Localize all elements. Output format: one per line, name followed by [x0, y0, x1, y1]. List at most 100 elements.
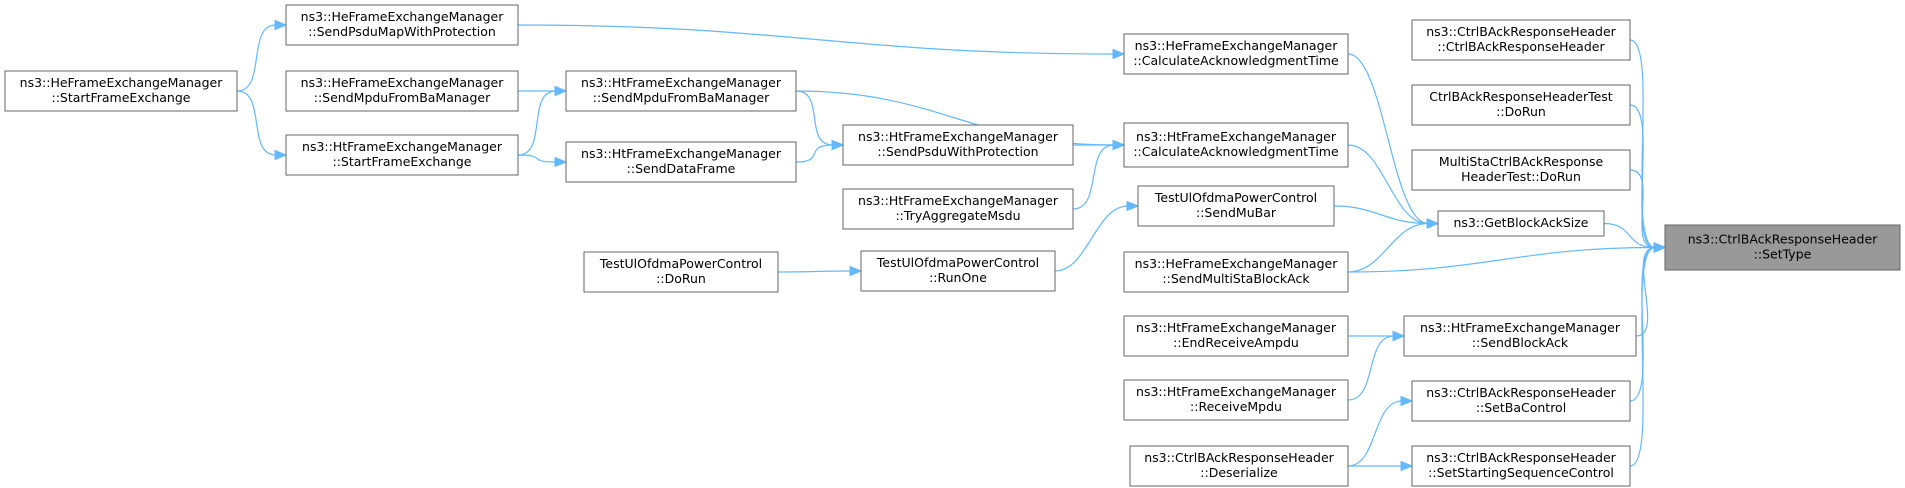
node-endRecv[interactable]: ns3::HtFrameExchangeManager::EndReceiveA…	[1123, 315, 1349, 357]
edge-arrowhead	[274, 149, 288, 161]
edge-arrowhead	[1653, 242, 1667, 253]
node-htStart[interactable]: ns3::HtFrameExchangeManager::StartFrameE…	[285, 134, 519, 176]
node-sendMuBar[interactable]: TestUlOfdmaPowerControl::SendMuBar	[1137, 185, 1335, 227]
node-label-line: ns3::HeFrameExchangeManager	[301, 9, 505, 24]
node-sendPsduProt[interactable]: ns3::HtFrameExchangeManager::SendPsduWit…	[842, 124, 1074, 166]
node-label-line: ::DoRun	[1496, 104, 1546, 119]
node-label-line: ns3::GetBlockAckSize	[1454, 215, 1589, 230]
edge-arrowhead	[554, 85, 568, 97]
node-label-line: ::StartFrameExchange	[52, 90, 191, 105]
node-label-line: ns3::HtFrameExchangeManager	[858, 129, 1059, 144]
edge-ctor-to-target	[1629, 39, 1667, 253]
node-label-line: ::ReceiveMpdu	[1190, 399, 1282, 414]
node-box	[860, 250, 1056, 292]
node-heSendMpduBa[interactable]: ns3::HeFrameExchangeManager::SendMpduFro…	[285, 70, 519, 112]
edge-htStart-to-htSendMpduBa	[517, 85, 568, 156]
node-htSendData[interactable]: ns3::HtFrameExchangeManager::SendDataFra…	[565, 141, 797, 183]
node-box	[565, 141, 797, 183]
edge-htSendMpduBa-to-sendPsduProt	[795, 90, 845, 151]
node-sendblockack[interactable]: ns3::HtFrameExchangeManager::SendBlockAc…	[1403, 315, 1637, 357]
edge-heSendMulti-to-target	[1347, 242, 1667, 273]
node-runOne[interactable]: TestUlOfdmaPowerControl::RunOne	[860, 250, 1056, 292]
edge-heStart-to-heSendPsduMap	[236, 19, 288, 92]
node-heSendMulti[interactable]: ns3::HeFrameExchangeManager::SendMultiSt…	[1123, 251, 1349, 293]
node-label-line: ns3::CtrlBAckResponseHeader	[1426, 450, 1616, 465]
edge-arrowhead	[831, 139, 845, 151]
edge-htStart-to-htSendData	[517, 154, 568, 168]
node-heStart[interactable]: ns3::HeFrameExchangeManager::StartFrameE…	[4, 70, 238, 112]
edge-line	[1629, 169, 1656, 249]
node-label-line: ::EndReceiveAmpdu	[1173, 335, 1299, 350]
node-deserialize[interactable]: ns3::CtrlBAckResponseHeader::Deserialize	[1129, 445, 1349, 487]
node-target[interactable]: ns3::CtrlBAckResponseHeader::SetType	[1664, 224, 1901, 271]
node-label-line: ::SendPsduWithProtection	[877, 144, 1038, 159]
node-label-line: ::SendPsduMapWithProtection	[308, 24, 496, 39]
node-box	[1437, 210, 1605, 237]
edge-line	[517, 90, 557, 156]
node-label-line: ns3::HtFrameExchangeManager	[1136, 320, 1337, 335]
call-edges	[236, 19, 1667, 472]
node-getblockack[interactable]: ns3::GetBlockAckSize	[1437, 210, 1605, 237]
edge-tryAgg-to-htCalcAck	[1072, 139, 1126, 210]
node-label-line: ns3::CtrlBAckResponseHeader	[1426, 24, 1616, 39]
node-label-line: ns3::HtFrameExchangeManager	[1420, 320, 1621, 335]
edge-arrowhead	[1400, 395, 1414, 407]
node-heSendPsduMap[interactable]: ns3::HeFrameExchangeManager::SendPsduMap…	[285, 4, 519, 46]
node-label-line: ns3::HtFrameExchangeManager	[302, 139, 503, 154]
edge-arrowhead	[1112, 139, 1126, 151]
edge-arrowhead	[1112, 48, 1126, 60]
edge-heCalcAck-to-getblockack	[1347, 53, 1440, 229]
node-htSendMpduBa[interactable]: ns3::HtFrameExchangeManager::SendMpduFro…	[565, 70, 797, 112]
node-label-line: MultiStaCtrlBAckResponse	[1439, 154, 1604, 169]
edge-line	[1347, 246, 1656, 273]
node-box	[1411, 84, 1631, 126]
node-ctor[interactable]: ns3::CtrlBAckResponseHeader::CtrlBAckRes…	[1411, 19, 1631, 61]
edge-sendblockack-to-target	[1635, 242, 1667, 337]
node-setstartseq[interactable]: ns3::CtrlBAckResponseHeader::SetStarting…	[1411, 445, 1631, 487]
node-label-line: ns3::CtrlBAckResponseHeader	[1426, 385, 1616, 400]
edge-arrowhead	[274, 19, 288, 31]
node-tryAgg[interactable]: ns3::HtFrameExchangeManager::TryAggregat…	[842, 188, 1074, 230]
node-box	[842, 124, 1074, 166]
node-label-line: TestUlOfdmaPowerControl	[1154, 190, 1317, 205]
node-recvMpdu[interactable]: ns3::HtFrameExchangeManager::ReceiveMpdu	[1123, 379, 1349, 421]
edge-line	[1347, 335, 1395, 401]
node-label-line: HeaderTest::DoRun	[1461, 169, 1581, 184]
edge-line	[1347, 53, 1429, 225]
node-box	[1411, 19, 1631, 61]
node-label-line: ns3::CtrlBAckResponseHeader	[1688, 232, 1878, 247]
node-box	[285, 70, 519, 112]
node-testDoRun2[interactable]: TestUlOfdmaPowerControl::DoRun	[583, 251, 779, 293]
edge-line	[777, 270, 852, 273]
edge-setstartseq-to-target	[1629, 242, 1667, 467]
node-label-line: ns3::HtFrameExchangeManager	[581, 146, 782, 161]
node-label-line: ::SendMultiStaBlockAck	[1162, 271, 1310, 286]
node-box	[285, 134, 519, 176]
edge-line	[795, 144, 834, 163]
edge-line	[795, 90, 834, 146]
edge-arrowhead	[1400, 460, 1414, 472]
node-testdorun[interactable]: CtrlBAckResponseHeaderTest::DoRun	[1411, 84, 1631, 126]
edge-line	[1635, 246, 1656, 337]
edge-recvMpdu-to-sendblockack	[1347, 330, 1406, 401]
node-htCalcAck[interactable]: ns3::HtFrameExchangeManager::CalculateAc…	[1123, 122, 1349, 168]
node-multista[interactable]: MultiStaCtrlBAckResponseHeaderTest::DoRu…	[1411, 149, 1631, 191]
node-label-line: ::SetType	[1754, 247, 1812, 262]
node-label-line: TestUlOfdmaPowerControl	[599, 256, 762, 271]
node-label-line: ::SendMpduFromBaManager	[593, 90, 770, 105]
node-label-line: ::SendMpduFromBaManager	[314, 90, 491, 105]
node-label-line: ns3::HeFrameExchangeManager	[1135, 38, 1339, 53]
node-setbacontrol[interactable]: ns3::CtrlBAckResponseHeader::SetBaContro…	[1411, 380, 1631, 422]
node-label-line: ns3::HeFrameExchangeManager	[301, 75, 505, 90]
edge-line	[236, 90, 277, 156]
edge-heSendMulti-to-getblockack	[1347, 218, 1440, 273]
node-label-line: ns3::CtrlBAckResponseHeader	[1144, 450, 1334, 465]
node-label-line: ns3::HtFrameExchangeManager	[858, 193, 1059, 208]
node-label-line: ::SendMuBar	[1196, 205, 1277, 220]
node-heCalcAck[interactable]: ns3::HeFrameExchangeManager::CalculateAc…	[1123, 33, 1349, 75]
edge-deserialize-to-setstartseq	[1348, 460, 1414, 472]
edge-line	[1347, 222, 1429, 273]
node-label-line: ::DoRun	[656, 271, 706, 286]
node-label-line: ns3::HtFrameExchangeManager	[1136, 384, 1337, 399]
node-label-line: ::CalculateAcknowledgmentTime	[1133, 144, 1339, 159]
